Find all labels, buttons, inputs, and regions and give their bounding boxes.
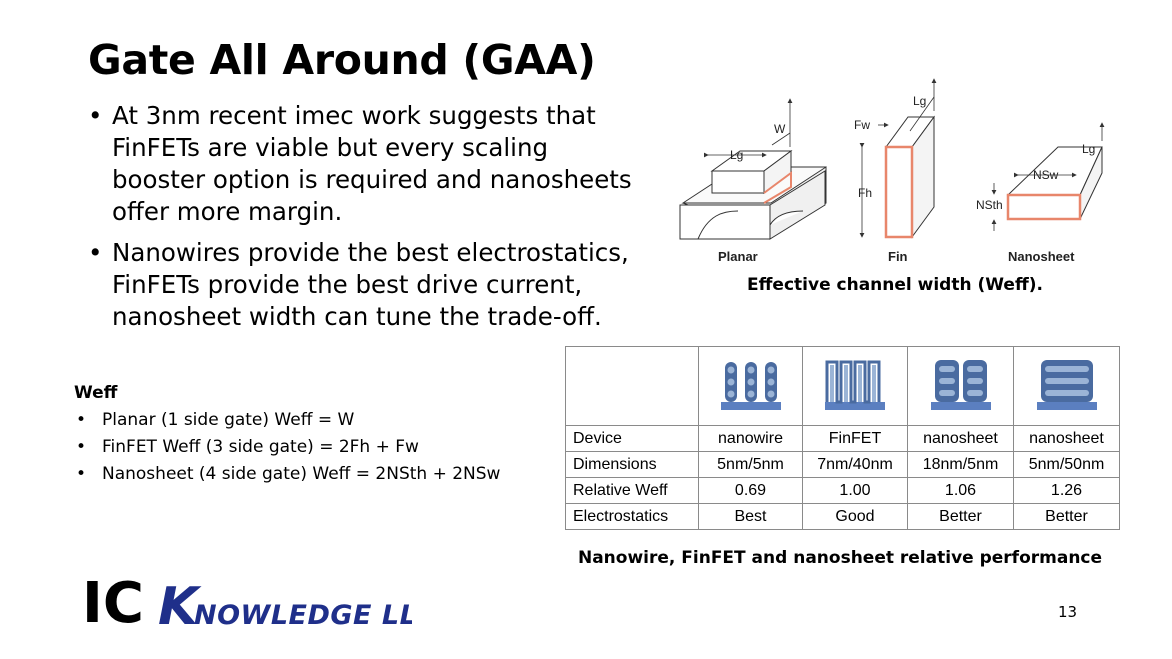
table-cell: 7nm/40nm: [802, 451, 908, 478]
page-number: 13: [1058, 603, 1078, 621]
table-row: Electrostatics Best Good Better Better: [565, 503, 1120, 530]
weff-diagram: Lg W Planar Fw Fh Lg Fin NSw NSth Lg Nan…: [679, 78, 1105, 264]
table-icon-row: [565, 346, 1120, 426]
label-lg-fin: Lg: [913, 94, 926, 108]
label-fin: Fin: [888, 249, 908, 264]
label-w-planar: W: [774, 122, 786, 136]
nanowire-stack-icon: [698, 346, 803, 426]
nanosheet-device-illustration: [1006, 146, 1103, 221]
table-cell: Better: [1013, 503, 1120, 530]
table-cell: nanosheet: [907, 425, 1014, 452]
planar-device-illustration: [679, 150, 827, 240]
weff-list: Planar (1 side gate) Weff = W FinFET Wef…: [74, 407, 554, 488]
table-row: Dimensions 5nm/5nm 7nm/40nm 18nm/5nm 5nm…: [565, 451, 1120, 478]
table-cell: 1.26: [1013, 477, 1120, 504]
logo-rest: NOWLEDGE LLC: [194, 600, 412, 631]
weff-item-planar: Planar (1 side gate) Weff = W: [74, 407, 554, 434]
nanosheet-stack-icon: [907, 346, 1014, 426]
table-cell: 1.06: [907, 477, 1014, 504]
logo-ic: IC: [82, 571, 144, 634]
table-cell: Good: [802, 503, 908, 530]
table-cell: Better: [907, 503, 1014, 530]
table-row: Device nanowire FinFET nanosheet nanoshe…: [565, 425, 1120, 452]
label-fw: Fw: [854, 118, 870, 132]
table-cell: 18nm/5nm: [907, 451, 1014, 478]
label-nanosheet: Nanosheet: [1008, 249, 1075, 264]
row-label-dimensions: Dimensions: [565, 451, 699, 478]
slide-title: Gate All Around (GAA): [88, 36, 596, 84]
row-label-relative-weff: Relative Weff: [565, 477, 699, 504]
row-label-device: Device: [565, 425, 699, 452]
main-bullet-list: At 3nm recent imec work suggests that Fi…: [88, 100, 648, 342]
label-nsth: NSth: [976, 198, 1003, 212]
label-fh: Fh: [858, 186, 872, 200]
table-row: Relative Weff 0.69 1.00 1.06 1.26: [565, 477, 1120, 504]
table-caption: Nanowire, FinFET and nanosheet relative …: [577, 548, 1103, 568]
label-planar: Planar: [718, 249, 758, 264]
fin-device-illustration: [884, 115, 935, 239]
logo-k: K: [158, 577, 202, 634]
table-cell: Best: [698, 503, 803, 530]
table-cell: 5nm/5nm: [698, 451, 803, 478]
weff-heading: Weff: [74, 383, 118, 403]
performance-table: Device nanowire FinFET nanosheet nanoshe…: [565, 346, 1120, 530]
table-corner-cell: [565, 346, 699, 426]
table-cell: nanowire: [698, 425, 803, 452]
diagram-caption: Effective channel width (Weff).: [747, 275, 1043, 295]
table-cell: 0.69: [698, 477, 803, 504]
table-cell: 1.00: [802, 477, 908, 504]
weff-definitions: Weff Planar (1 side gate) Weff = W FinFE…: [74, 380, 554, 488]
ic-knowledge-logo: IC K NOWLEDGE LLC: [82, 571, 412, 634]
wide-nanosheet-stack-icon: [1013, 346, 1120, 426]
label-lg-nanosheet: Lg: [1082, 142, 1095, 156]
row-label-electrostatics: Electrostatics: [565, 503, 699, 530]
table-cell: nanosheet: [1013, 425, 1120, 452]
table-cell: 5nm/50nm: [1013, 451, 1120, 478]
bullet-item: Nanowires provide the best electrostatic…: [88, 237, 648, 333]
bullet-item: At 3nm recent imec work suggests that Fi…: [88, 100, 648, 228]
weff-item-finfet: FinFET Weff (3 side gate) = 2Fh + Fw: [74, 434, 554, 461]
label-nsw: NSw: [1033, 168, 1059, 182]
finfet-fins-icon: [802, 346, 908, 426]
table-cell: FinFET: [802, 425, 908, 452]
weff-item-nanosheet: Nanosheet (4 side gate) Weff = 2NSth + 2…: [74, 461, 554, 488]
label-lg-planar: Lg: [730, 148, 743, 162]
